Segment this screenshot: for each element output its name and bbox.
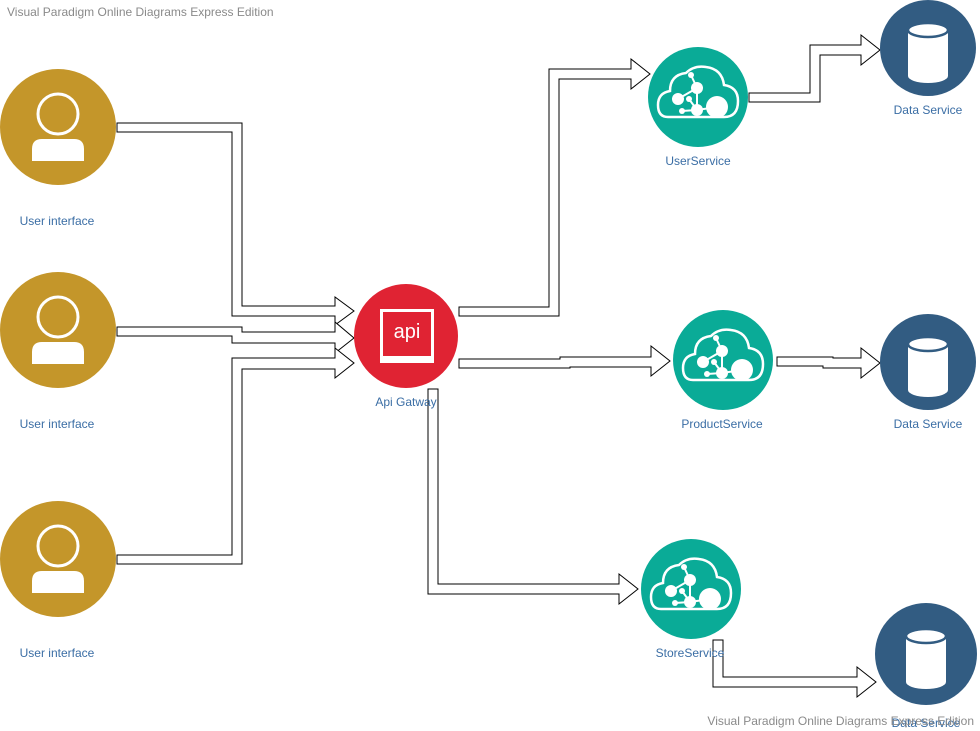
api-icon-text: api — [394, 321, 421, 343]
arrow-gateway-to-product-service — [458, 344, 671, 378]
node-label: Data Service — [894, 103, 963, 117]
node-user-interface-1[interactable]: User interface — [0, 69, 116, 228]
arrow-gateway-to-user-service — [458, 57, 651, 317]
node-store-service[interactable]: StoreService — [641, 539, 741, 660]
database-icon — [906, 21, 950, 85]
watermark-top: Visual Paradigm Online Diagrams Express … — [7, 5, 274, 19]
node-label: UserService — [665, 154, 731, 168]
node-user-interface-3[interactable]: User interface — [0, 501, 116, 660]
api-icon: api — [380, 309, 434, 363]
user-node-circle — [0, 501, 116, 617]
arrow-store-service-to-data3 — [712, 639, 877, 699]
arrow-gateway-to-store-service — [427, 388, 639, 606]
arrow-user1-to-gateway — [116, 122, 355, 326]
node-label: User interface — [20, 417, 95, 431]
node-label: Data Service — [894, 417, 963, 431]
node-label: Data Service — [892, 716, 961, 730]
node-data-service-2[interactable]: Data Service — [880, 314, 976, 431]
database-icon — [904, 627, 948, 691]
node-label: User interface — [20, 646, 95, 660]
node-label: Api Gatway — [375, 395, 436, 409]
database-icon — [906, 335, 950, 399]
arrow-user2-to-gateway — [116, 320, 355, 355]
arrow-user-service-to-data1 — [748, 33, 881, 103]
node-label: User interface — [20, 214, 95, 228]
node-data-service-1[interactable]: Data Service — [880, 0, 976, 117]
node-label: ProductService — [681, 417, 763, 431]
node-api-gateway[interactable]: api Api Gatway — [354, 284, 458, 409]
node-data-service-3[interactable]: Data Service — [875, 603, 977, 730]
user-node-circle — [0, 272, 116, 388]
arrow-product-service-to-data2 — [776, 346, 881, 380]
node-user-interface-2[interactable]: User interface — [0, 272, 116, 431]
arrow-user3-to-gateway — [116, 346, 355, 565]
node-label: StoreService — [656, 646, 725, 660]
connections — [116, 33, 881, 699]
node-product-service[interactable]: ProductService — [673, 310, 773, 431]
user-node-circle — [0, 69, 116, 185]
watermark-bottom: Visual Paradigm Online Diagrams Express … — [707, 714, 974, 728]
node-user-service[interactable]: UserService — [648, 47, 748, 168]
